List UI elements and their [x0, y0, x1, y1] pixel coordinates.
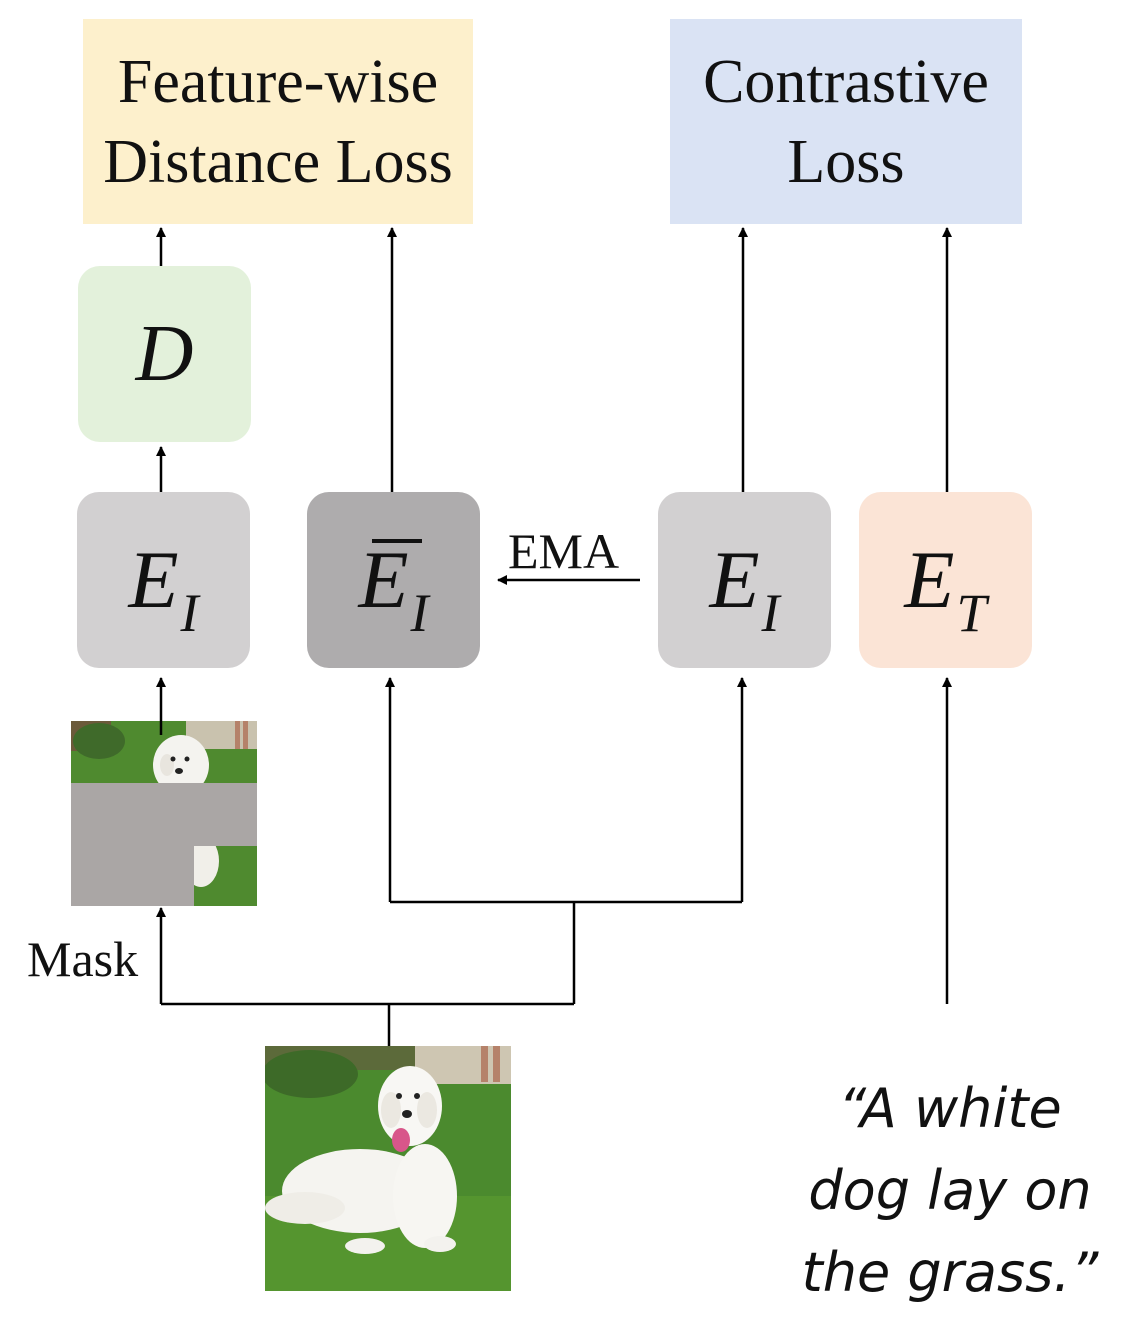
- ema-label: EMA: [508, 523, 620, 579]
- decoder-module: D: [78, 266, 251, 442]
- text-encoder: ET: [859, 492, 1032, 668]
- text-encoder-symbol: E: [904, 534, 955, 625]
- ema-image-encoder: EI: [307, 492, 480, 668]
- mask-label: Mask: [27, 931, 139, 987]
- contrastive-loss-label: Contrastive Loss: [703, 47, 989, 196]
- decoder-label: D: [135, 309, 194, 398]
- masked-image: [71, 721, 257, 906]
- input-image: [265, 1046, 511, 1291]
- ema-encoder-symbol: E: [358, 534, 409, 625]
- feature-wise-distance-loss-box: Feature-wise Distance Loss: [83, 19, 473, 224]
- text-caption: “A white dog lay on the grass.”: [801, 1077, 1099, 1304]
- image-encoder-masked-branch: EI: [77, 492, 250, 668]
- image-encoder-2-symbol: E: [709, 534, 760, 625]
- image-encoder-contrastive-branch: EI: [658, 492, 831, 668]
- feature-wise-distance-loss-label: Feature-wise Distance Loss: [103, 47, 453, 196]
- contrastive-loss-box: Contrastive Loss: [670, 19, 1022, 224]
- image-encoder-symbol: E: [128, 534, 179, 625]
- ema-encoder-subscript: I: [410, 583, 429, 643]
- text-encoder-subscript: T: [956, 583, 987, 643]
- image-encoder-subscript: I: [180, 583, 199, 643]
- ema-overbar: [372, 539, 423, 543]
- image-encoder-2-subscript: I: [761, 583, 780, 643]
